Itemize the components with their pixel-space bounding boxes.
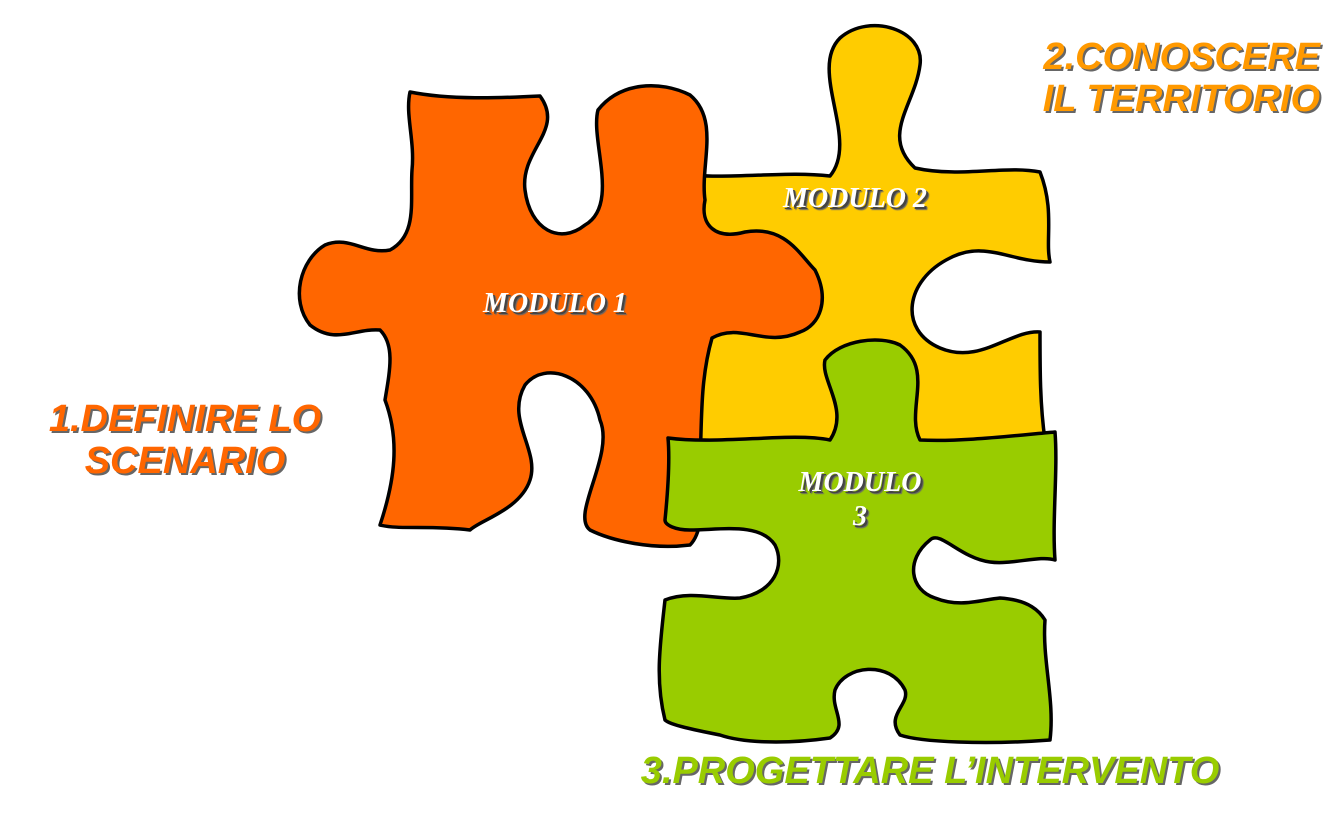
caption-step-1-line1: 1.DEFINIRE LO (48, 398, 322, 440)
puzzle-piece-module-1 (297, 84, 824, 549)
caption-step-2: 2.CONOSCERE IL TERRITORIO (960, 36, 1320, 120)
module-1-label: MODULO 1 (483, 288, 627, 319)
caption-step-1: 1.DEFINIRE LO SCENARIO (5, 398, 365, 482)
caption-step-1-line2: SCENARIO (84, 440, 286, 482)
module-3-label-line1: MODULO (798, 467, 922, 498)
puzzle-piece-module-3 (657, 338, 1058, 745)
caption-step-3: 3.PROGETTARE L’INTERVENTO (640, 750, 1220, 792)
module-3-label: MODULO 3 (760, 466, 960, 534)
module-3-label-line2: 3 (853, 501, 867, 532)
caption-step-2-line1: 2.CONOSCERE (1043, 36, 1320, 78)
module-2-label: MODULO 2 (783, 183, 927, 214)
caption-step-2-line2: IL TERRITORIO (1042, 78, 1320, 120)
